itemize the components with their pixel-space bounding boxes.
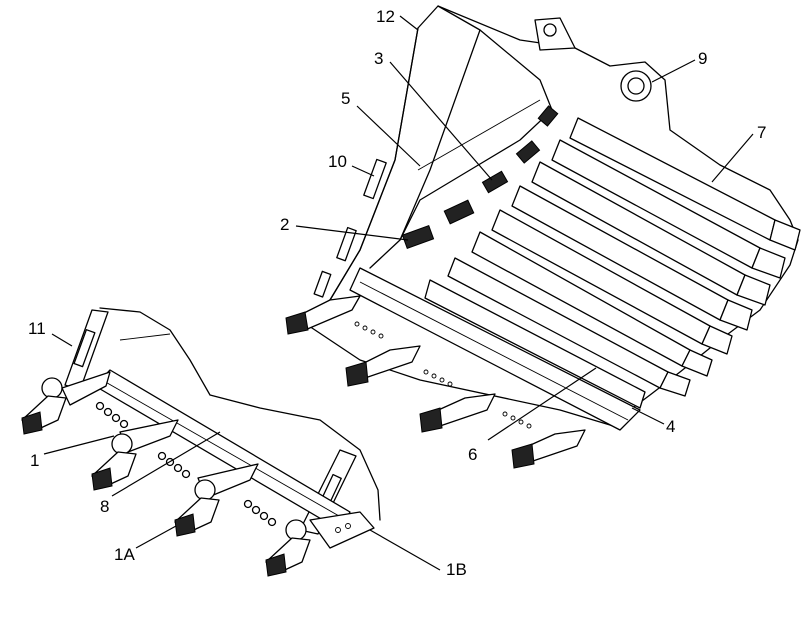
detail-view <box>21 307 381 577</box>
callout-5: 5 <box>341 89 350 108</box>
callout-7: 7 <box>757 123 766 142</box>
bucket-teeth <box>285 295 586 469</box>
callout-11: 11 <box>28 319 46 338</box>
callout-3: 3 <box>374 49 383 68</box>
callout-10: 10 <box>328 152 347 171</box>
wear-strips <box>424 117 776 409</box>
callout-8: 8 <box>100 497 109 516</box>
callout-2: 2 <box>280 215 289 234</box>
callout-12: 12 <box>376 7 395 26</box>
callout-1: 1 <box>30 451 39 470</box>
callout-1a: 1A <box>114 545 135 564</box>
bucket-body <box>285 5 801 469</box>
callout-1b: 1B <box>446 560 467 579</box>
callout-4: 4 <box>666 417 675 436</box>
bolt-holes-main <box>354 321 532 429</box>
leader-lines <box>43 15 754 571</box>
callout-9: 9 <box>698 49 707 68</box>
detail-teeth <box>21 377 375 577</box>
bolt-holes-detail <box>95 401 277 527</box>
callout-6: 6 <box>468 445 477 464</box>
callout-labels: 12 3 9 5 7 10 2 11 4 6 1 8 1A 1B <box>28 7 766 579</box>
